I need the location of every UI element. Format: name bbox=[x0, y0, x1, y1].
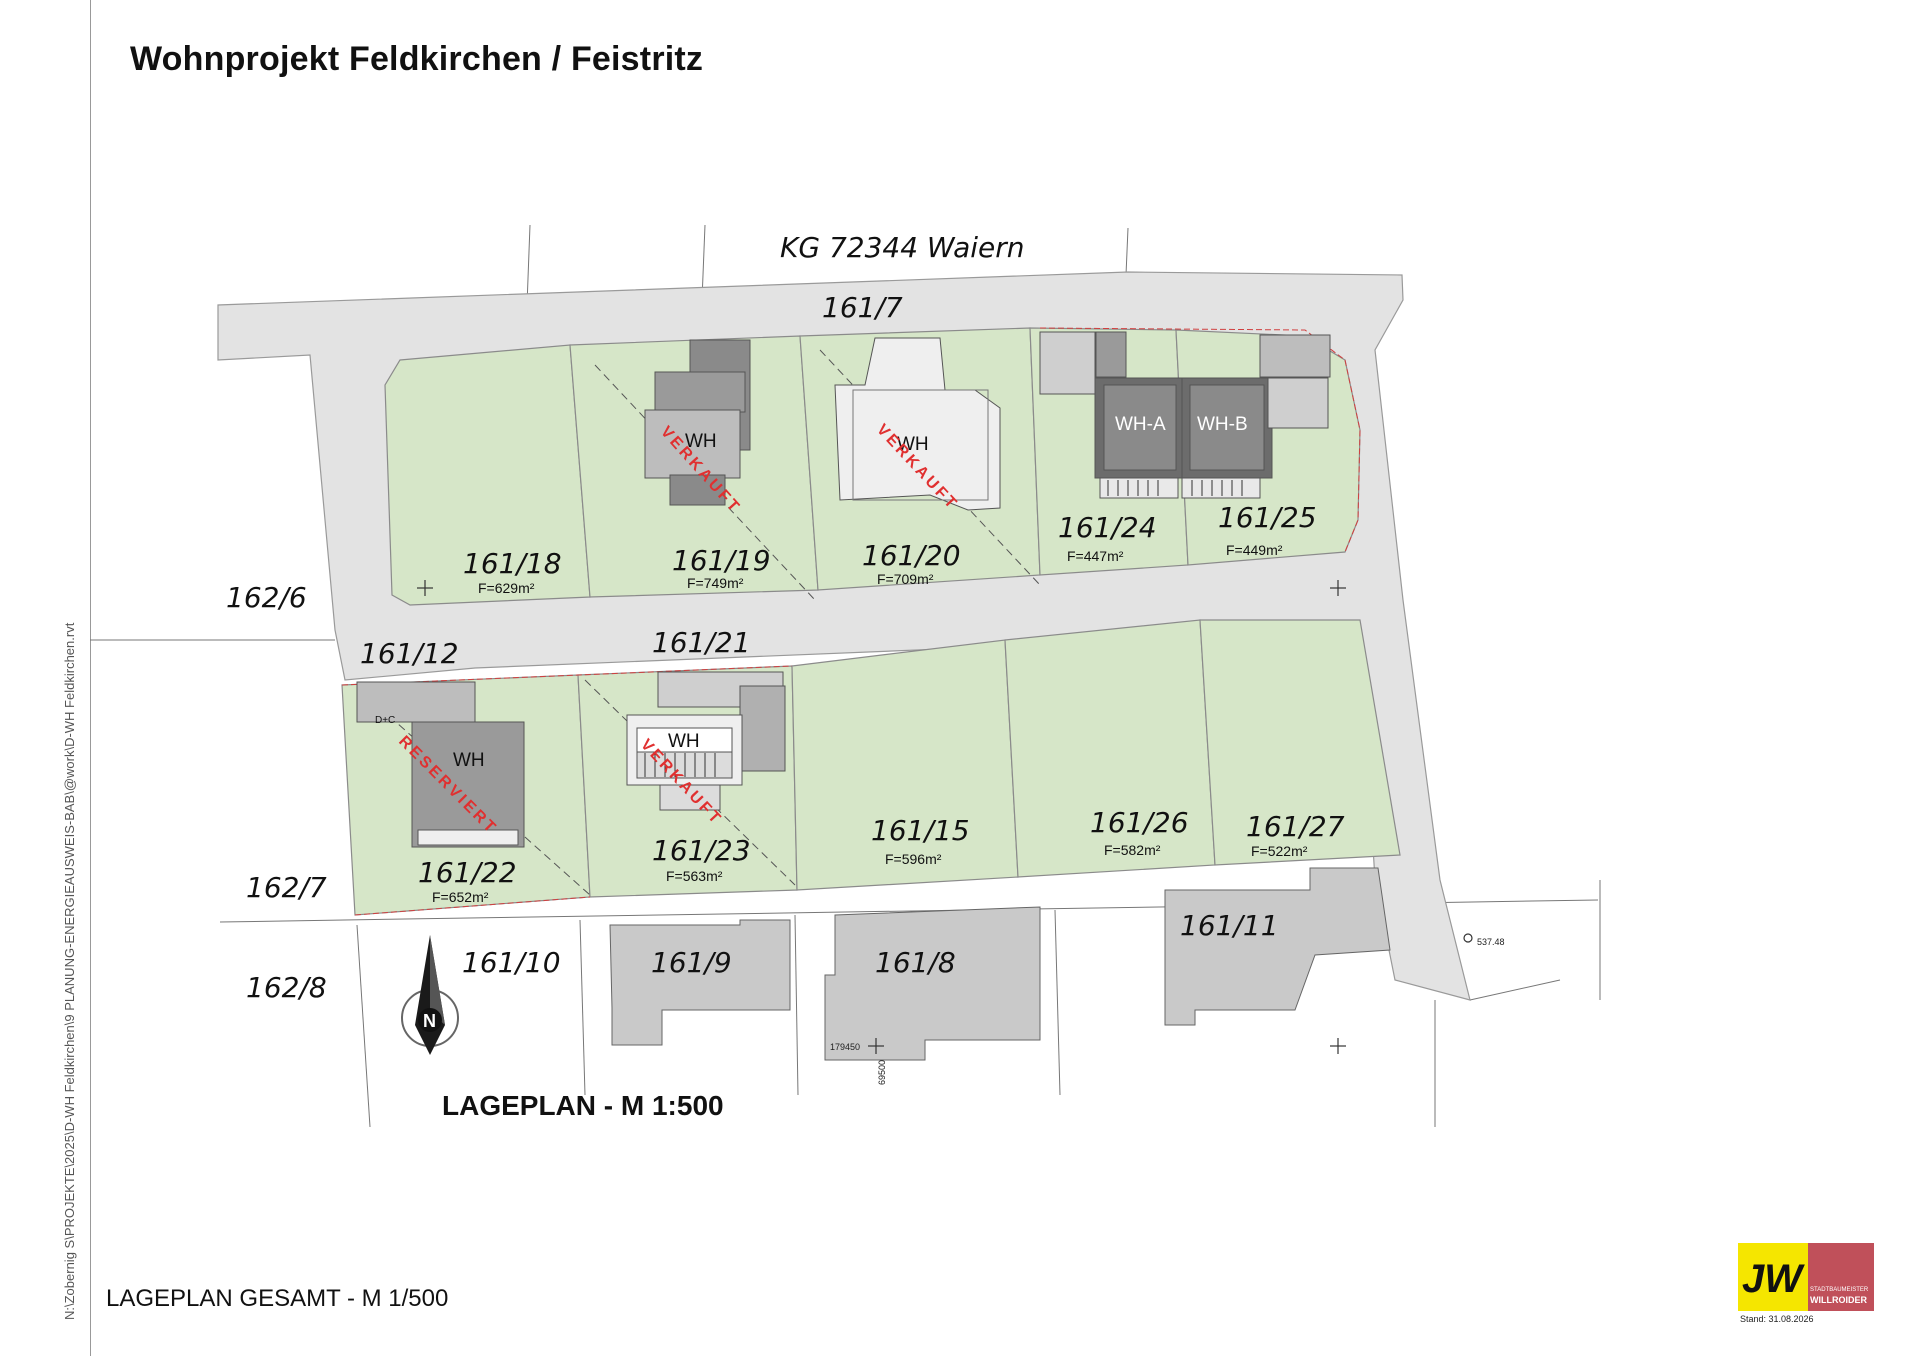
lot-id: 161/27 bbox=[1246, 810, 1345, 843]
road-label-161-12: 161/12 bbox=[360, 637, 459, 670]
building-label: WH bbox=[453, 750, 485, 771]
lot-id: 161/15 bbox=[871, 814, 970, 847]
building-label-wh-b: WH-B bbox=[1197, 414, 1248, 435]
buildings-south bbox=[356, 671, 786, 848]
neighbor-label-161-8: 161/8 bbox=[875, 946, 956, 979]
lot-area: F=596m² bbox=[885, 851, 942, 867]
road-label-161-21: 161/21 bbox=[652, 626, 751, 659]
road-label-161-7: 161/7 bbox=[822, 291, 903, 324]
north-letter: N bbox=[423, 1011, 436, 1031]
lot-id: 161/26 bbox=[1090, 806, 1189, 839]
logo-line1: STADTBAUMEISTER bbox=[1810, 1287, 1869, 1293]
plan-caption: LAGEPLAN - M 1:500 bbox=[442, 1090, 724, 1121]
neighbor-label-162-7: 162/7 bbox=[246, 871, 327, 904]
north-arrow: N bbox=[401, 935, 459, 1055]
lot-area: F=447m² bbox=[1067, 548, 1124, 564]
logo-mark: JW bbox=[1742, 1257, 1802, 1301]
lot-area: F=449m² bbox=[1226, 542, 1283, 558]
building-label-wh-a: WH-A bbox=[1115, 414, 1166, 435]
lot-id: 161/25 bbox=[1218, 501, 1317, 534]
lot-area: F=582m² bbox=[1104, 842, 1161, 858]
lot-id: 161/20 bbox=[862, 539, 961, 572]
building-label: WH bbox=[668, 731, 700, 752]
building-wh-161-19 bbox=[644, 409, 741, 479]
lot-area: F=563m² bbox=[666, 868, 723, 884]
stand-date: Stand: 31.08.2026 bbox=[1740, 1314, 1814, 1324]
survey-elevation: 537.48 bbox=[1477, 937, 1505, 947]
logo-line2: WILLROIDER bbox=[1810, 1295, 1867, 1305]
survey-point: 69500 bbox=[877, 1060, 887, 1085]
page-title: Wohnprojekt Feldkirchen / Feistritz bbox=[130, 40, 704, 78]
lot-id: 161/24 bbox=[1058, 511, 1157, 544]
page-border bbox=[90, 0, 1920, 1356]
lot-id: 161/22 bbox=[418, 856, 517, 889]
neighbor-buildings bbox=[609, 867, 1391, 1061]
lot-id: 161/19 bbox=[672, 544, 771, 577]
lot-id: 161/18 bbox=[463, 547, 562, 580]
survey-point: 179450 bbox=[830, 1042, 860, 1052]
lot-area: F=522m² bbox=[1251, 843, 1308, 859]
neighbor-label-162-6: 162/6 bbox=[226, 581, 307, 614]
building-label: WH bbox=[685, 431, 717, 452]
building-small-label: D+C bbox=[375, 715, 395, 726]
neighbor-label-161-11: 161/11 bbox=[1180, 909, 1279, 942]
company-logo: JW STADTBAUMEISTER WILLROIDER bbox=[1738, 1243, 1874, 1311]
lot-id: 161/23 bbox=[652, 834, 751, 867]
building-wh-161-22 bbox=[411, 721, 525, 848]
neighbor-label-161-10: 161/10 bbox=[462, 946, 561, 979]
lot-area: F=629m² bbox=[478, 580, 535, 596]
neighbor-label-161-9: 161/9 bbox=[651, 946, 732, 979]
building-wh-161-20 bbox=[834, 337, 1001, 511]
footer-label: LAGEPLAN GESAMT - M 1/500 bbox=[106, 1285, 449, 1312]
lot-area: F=749m² bbox=[687, 575, 744, 591]
lot-area: F=652m² bbox=[432, 889, 489, 905]
lot-161-27 bbox=[1199, 619, 1401, 866]
cadastral-label: KG 72344 Waiern bbox=[780, 231, 1025, 264]
building-label: WH bbox=[897, 434, 929, 455]
neighbor-label-162-8: 162/8 bbox=[246, 971, 327, 1004]
lot-area: F=709m² bbox=[877, 571, 934, 587]
buildings-north bbox=[644, 331, 1331, 511]
